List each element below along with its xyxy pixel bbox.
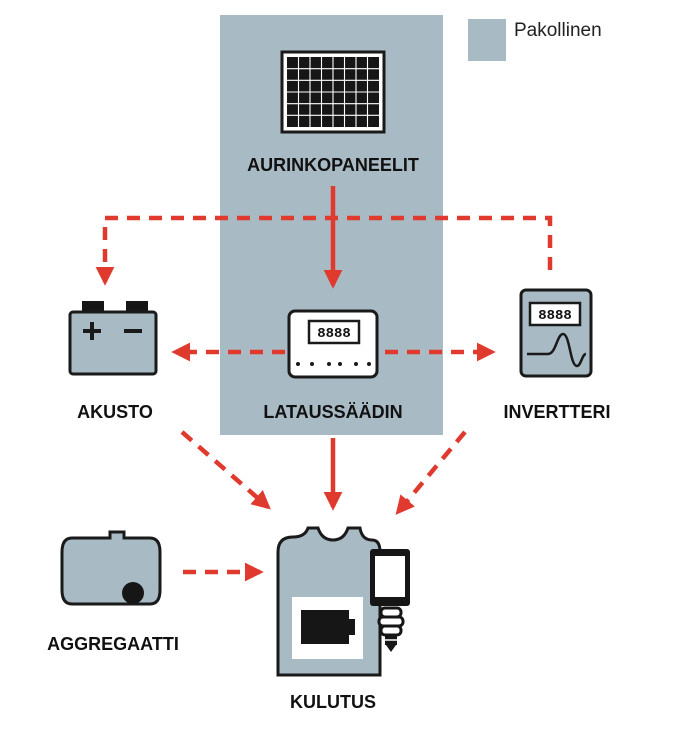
solar-panels-label: AURINKOPANEELIT [247,155,419,175]
tablet-icon [370,549,410,606]
solar-panel-icon [280,50,386,134]
battery-charge-icon [301,610,355,644]
arrow-battery-to-consumption [180,430,271,510]
charge-controller-label: LATAUSSÄÄDIN [263,402,402,422]
legend-swatch [468,19,506,61]
generator-icon [60,530,162,606]
arrow-inverter-to-battery [95,215,553,286]
legend: Pakollinen [468,19,602,61]
consumption-label: KULUTUS [290,692,376,712]
controller-display: 8888 [317,326,351,342]
inverter-label: INVERTTERI [503,402,610,422]
legend-label: Pakollinen [514,20,602,41]
house-appliances-icon [276,526,410,677]
arrow-inverter-to-consumption [395,430,467,515]
inverter-icon: 8888 [519,288,593,378]
charge-controller-icon: 8888 [287,309,379,379]
connections [95,186,553,582]
light-bulb-icon [377,606,405,652]
battery-label: AKUSTO [77,402,153,422]
inverter-display: 8888 [538,308,572,324]
generator-label: AGGREGAATTI [47,634,179,654]
battery-icon [68,301,158,376]
